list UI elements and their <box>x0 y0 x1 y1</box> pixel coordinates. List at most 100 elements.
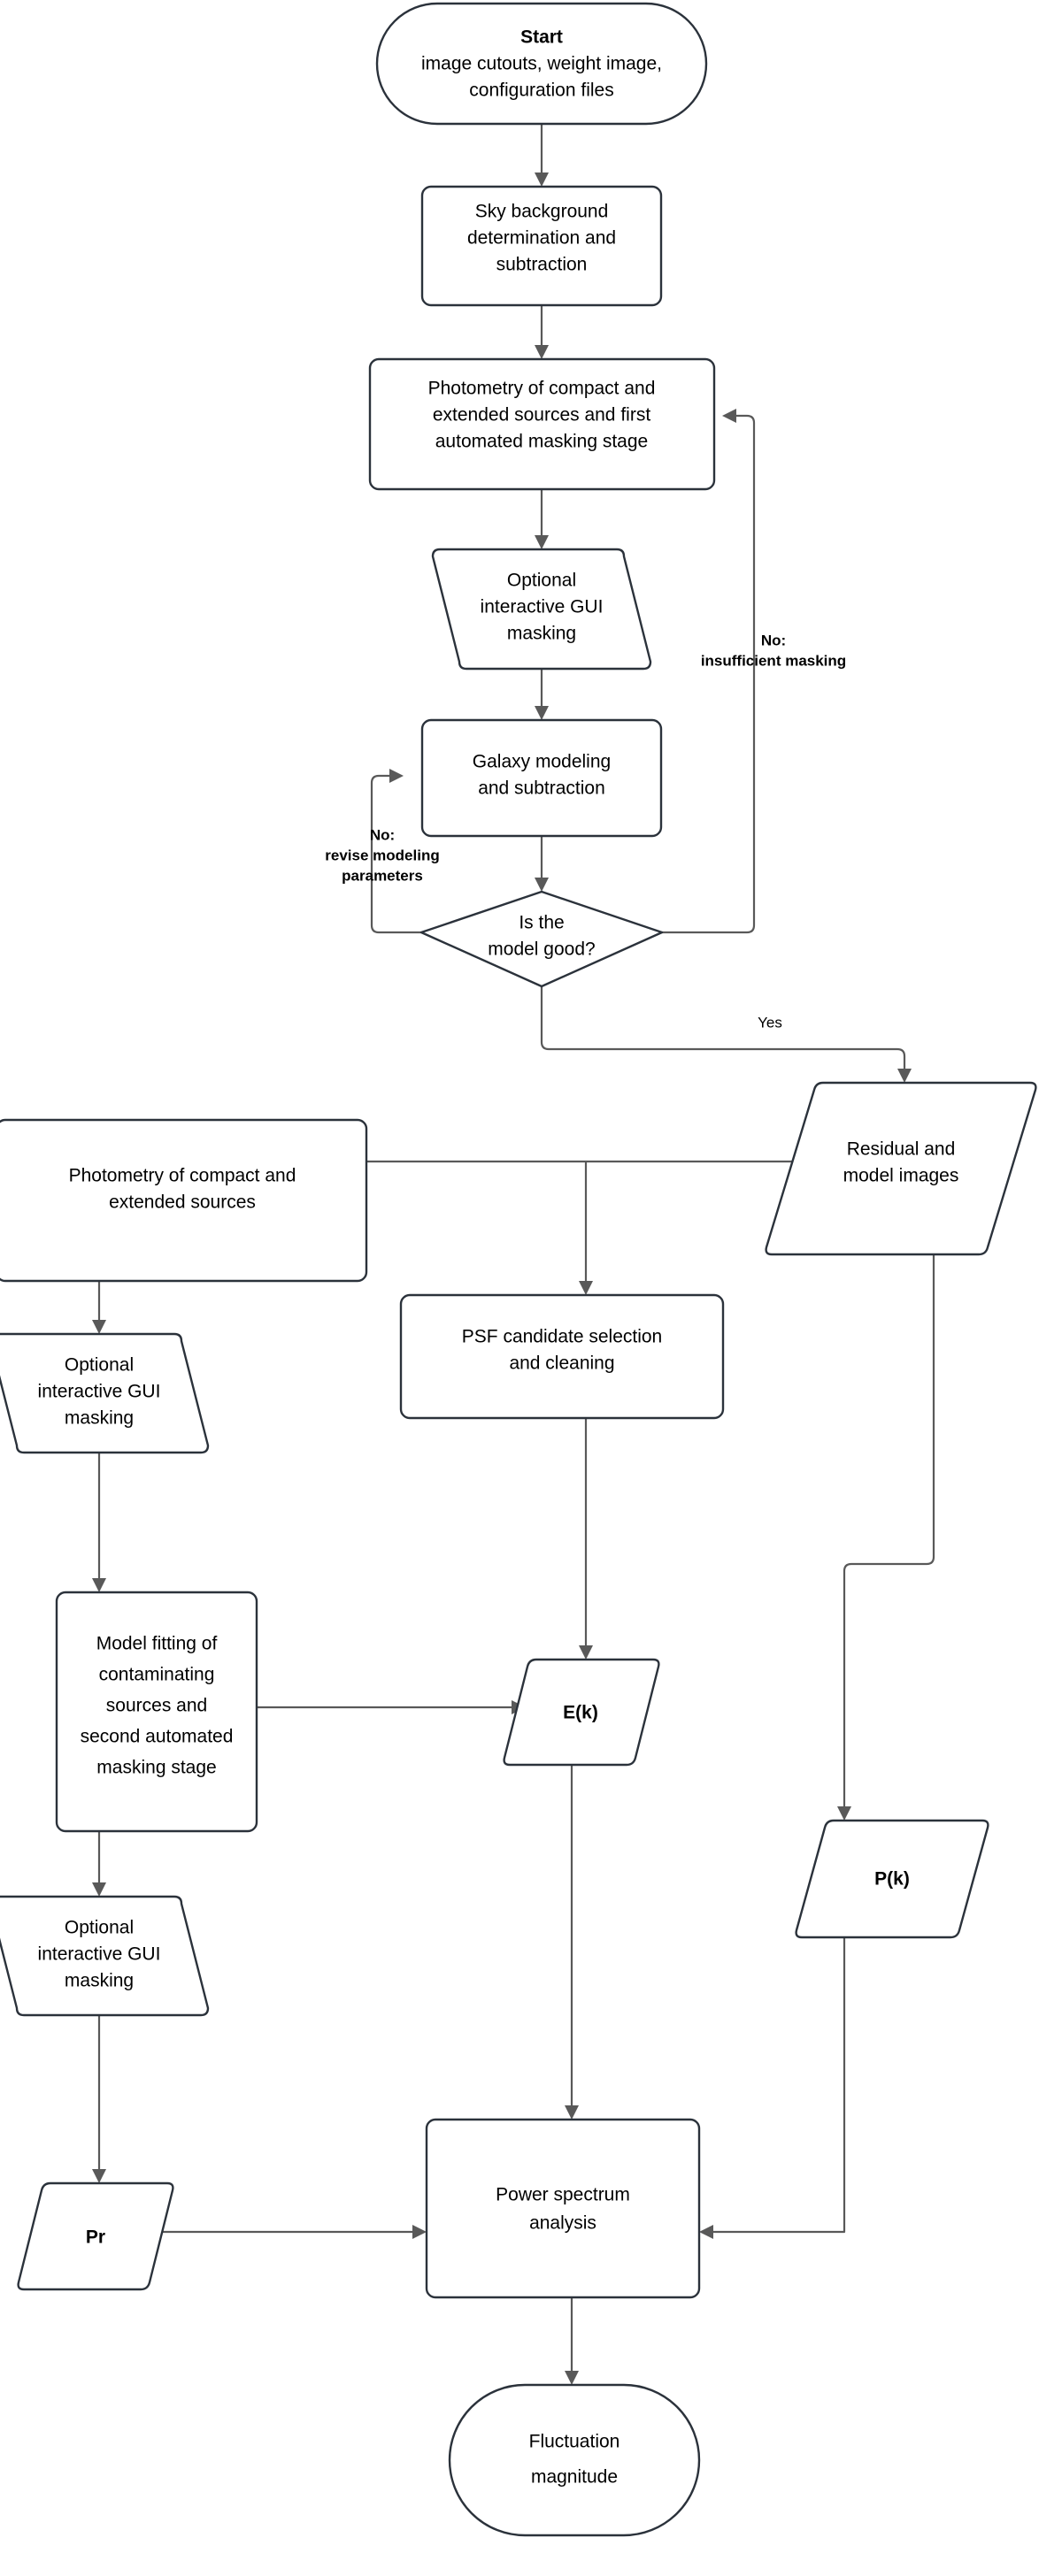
node-power-spectrum[interactable]: Power spectrum analysis <box>425 2118 701 2299</box>
arrowhead-residual-to-pk <box>837 1806 851 1821</box>
node-psf-candidate[interactable]: PSF candidate selection and cleaning <box>399 1293 725 1420</box>
arrowhead-gui3-to-pr <box>92 2169 106 2183</box>
node-power-spectrum-line-1: analysis <box>529 2213 596 2234</box>
edge-label-no-insufficient-masking: No: insufficient masking <box>701 632 846 669</box>
edges-layer <box>92 124 935 2385</box>
node-model-good-decision-shape <box>419 890 664 988</box>
node-psf-candidate-shape <box>399 1293 725 1420</box>
node-gui-masking-3-shape <box>0 1895 210 2017</box>
node-fluctuation-magnitude-line-0: Fluctuation <box>529 2432 620 2452</box>
node-start[interactable]: Start image cutouts, weight image, confi… <box>375 2 708 126</box>
node-gui-masking-3[interactable]: Optional interactive GUI masking <box>0 1895 210 2017</box>
node-model-fitting[interactable]: Model fitting of contaminating sources a… <box>55 1591 258 1833</box>
node-gui-masking-2[interactable]: Optional interactive GUI masking <box>0 1332 210 1454</box>
node-sky-background[interactable]: Sky background determination and subtrac… <box>420 185 663 307</box>
edge-decision-no-to-galaxy <box>370 774 421 934</box>
node-gui-masking-3-line-2: masking <box>65 1971 134 1991</box>
node-photometry-second-line-1: extended sources <box>109 1192 256 1213</box>
edge-label-yes-text: Yes <box>758 1014 782 1031</box>
node-gui-masking-1-shape <box>431 548 652 671</box>
node-pk-label: P(k) <box>874 1869 910 1890</box>
arrowhead-ek-to-powerspectrum <box>565 2105 579 2120</box>
arrowhead-photometry1-to-gui1 <box>535 535 549 549</box>
arrowhead-gui1-to-galaxy <box>535 706 549 720</box>
arrowhead-powerspectrum-to-fluctuation <box>565 2371 579 2385</box>
arrowhead-photometry2-to-gui2 <box>92 1320 106 1334</box>
node-gui-masking-1-line-1: interactive GUI <box>481 597 604 617</box>
arrowhead-pr-to-powerspectrum <box>412 2225 427 2239</box>
node-gui-masking-2-line-1: interactive GUI <box>38 1382 161 1402</box>
node-photometry-first-line-0: Photometry of compact and <box>428 379 656 399</box>
node-pr[interactable]: Pr <box>17 2181 174 2291</box>
edge-decision-yes-to-residual <box>540 986 906 1069</box>
node-photometry-first[interactable]: Photometry of compact and extended sourc… <box>368 357 716 491</box>
node-model-good-decision-line-0: Is the <box>519 913 564 933</box>
arrowhead-sky-to-photometry1 <box>535 345 549 359</box>
edge-labels-layer: No: insufficient masking No: revise mode… <box>325 632 846 1031</box>
arrowhead-pk-to-powerspectrum <box>699 2225 713 2239</box>
node-gui-masking-1-line-2: masking <box>507 624 576 644</box>
node-model-good-decision-line-1: model good? <box>488 939 595 960</box>
node-start-shape <box>375 2 708 126</box>
node-sky-background-line-1: determination and <box>467 228 616 249</box>
node-power-spectrum-line-0: Power spectrum <box>496 2185 630 2205</box>
node-start-line-0: Start <box>520 27 563 48</box>
edge-pk-to-powerspectrum <box>713 1937 846 2234</box>
node-residual-model-images-line-0: Residual and <box>847 1139 956 1160</box>
edge-label-no-revise-modeling-line-2: parameters <box>342 867 423 884</box>
node-ek[interactable]: E(k) <box>503 1658 660 1767</box>
node-sky-background-line-0: Sky background <box>475 202 609 222</box>
arrowhead-decision-yes-to-residual <box>897 1069 912 1083</box>
arrowhead-start-to-sky <box>535 172 549 187</box>
node-model-good-decision[interactable]: Is the model good? <box>419 890 664 988</box>
node-gui-masking-2-line-0: Optional <box>65 1355 134 1376</box>
node-galaxy-modeling-line-1: and subtraction <box>478 778 605 799</box>
node-residual-model-images-line-1: model images <box>843 1166 959 1186</box>
node-pk-shape <box>795 1819 989 1939</box>
node-gui-masking-3-line-1: interactive GUI <box>38 1944 161 1965</box>
node-gui-masking-2-shape <box>0 1332 210 1454</box>
node-sky-background-line-2: subtraction <box>496 255 588 275</box>
node-photometry-second-line-0: Photometry of compact and <box>69 1166 296 1186</box>
node-ek-shape <box>503 1658 660 1767</box>
node-model-fitting-shape <box>55 1591 258 1833</box>
node-start-line-1: image cutouts, weight image, <box>421 54 662 74</box>
arrowhead-psf-to-ek <box>579 1645 593 1660</box>
arrowhead-decision-no-to-galaxy <box>389 769 404 783</box>
node-gui-masking-2-line-2: masking <box>65 1408 134 1429</box>
node-ek-label: E(k) <box>563 1703 598 1723</box>
node-pk[interactable]: P(k) <box>795 1819 989 1939</box>
node-model-fitting-line-2: sources and <box>106 1696 207 1716</box>
nodes-layer: Start image cutouts, weight image, confi… <box>0 2 1037 2537</box>
node-power-spectrum-shape <box>425 2118 701 2299</box>
edge-decision-no-to-photometry1 <box>662 414 756 934</box>
node-photometry-first-line-2: automated masking stage <box>435 432 648 452</box>
edge-residual-to-pk <box>843 1254 935 1806</box>
node-gui-masking-1-line-0: Optional <box>507 571 576 591</box>
node-fluctuation-magnitude-line-1: magnitude <box>531 2467 618 2488</box>
node-psf-candidate-line-1: and cleaning <box>509 1353 614 1374</box>
edge-label-yes: Yes <box>758 1014 782 1031</box>
node-pr-label: Pr <box>86 2227 105 2248</box>
node-gui-masking-1[interactable]: Optional interactive GUI masking <box>431 548 652 671</box>
node-fluctuation-magnitude-shape <box>448 2383 701 2537</box>
arrowhead-galaxy-to-decision <box>535 878 549 892</box>
node-start-line-2: configuration files <box>469 80 613 101</box>
edge-label-no-revise-modeling: No: revise modeling parameters <box>325 826 439 884</box>
node-residual-model-images[interactable]: Residual and model images <box>765 1081 1037 1256</box>
node-photometry-first-line-1: extended sources and first <box>433 405 650 426</box>
edge-label-no-revise-modeling-line-0: No: <box>370 826 395 843</box>
arrowhead-gui2-to-modelfitting <box>92 1578 106 1592</box>
node-photometry-first-shape <box>368 357 716 491</box>
node-fluctuation-magnitude[interactable]: Fluctuation magnitude <box>448 2383 701 2537</box>
edge-label-no-insufficient-masking-line-0: No: <box>761 632 786 648</box>
node-photometry-second[interactable]: Photometry of compact and extended sourc… <box>0 1118 368 1283</box>
node-model-fitting-line-4: masking stage <box>96 1758 216 1778</box>
arrowhead-modelfitting-to-gui3 <box>92 1882 106 1897</box>
edge-label-no-insufficient-masking-line-1: insufficient masking <box>701 652 846 669</box>
node-model-fitting-line-1: contaminating <box>99 1665 215 1685</box>
node-galaxy-modeling[interactable]: Galaxy modeling and subtraction <box>420 718 663 838</box>
arrowhead-decision-no-to-photometry1 <box>722 409 736 423</box>
